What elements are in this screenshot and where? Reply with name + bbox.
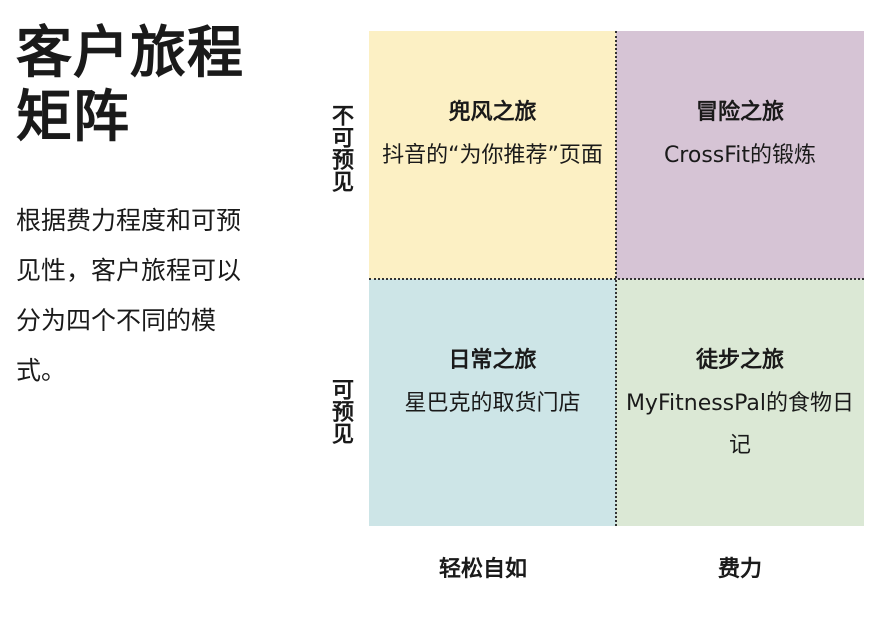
quadrant-example: 星巴克的取货门店 [404, 391, 581, 416]
quadrant-title: 日常之旅 [448, 348, 537, 373]
description: 根据费力程度和可预见性，客户旅程可以分为四个不同的模式。 [16, 206, 242, 385]
quadrant-routine: 日常之旅 星巴克的取货门店 [369, 279, 616, 526]
quadrant-title: 兜风之旅 [448, 100, 537, 125]
quadrant-adventure: 冒险之旅 CrossFit的锻炼 [616, 31, 864, 279]
quadrant-example: CrossFit的锻炼 [663, 143, 817, 168]
quadrant-hike: 徒步之旅 MyFitnessPal的食物日记 [616, 279, 864, 526]
page-title: 客户旅程矩阵 [16, 21, 244, 150]
quadrant-title: 徒步之旅 [695, 348, 784, 373]
quadrant-example: MyFitnessPal的食物日记 [625, 391, 855, 458]
column-label-effortless: 轻松自如 [438, 557, 527, 582]
row-label-predictable: 可预见 [328, 378, 353, 444]
row-label-unpredictable: 不可预见 [328, 104, 353, 192]
column-label-effortful: 费力 [717, 557, 762, 582]
horizontal-divider [369, 278, 864, 280]
quadrant-title: 冒险之旅 [695, 100, 784, 125]
quadrant-joyride: 兜风之旅 抖音的“为你推荐”页面 [369, 31, 616, 279]
quadrant-example: 抖音的“为你推荐”页面 [382, 143, 603, 168]
